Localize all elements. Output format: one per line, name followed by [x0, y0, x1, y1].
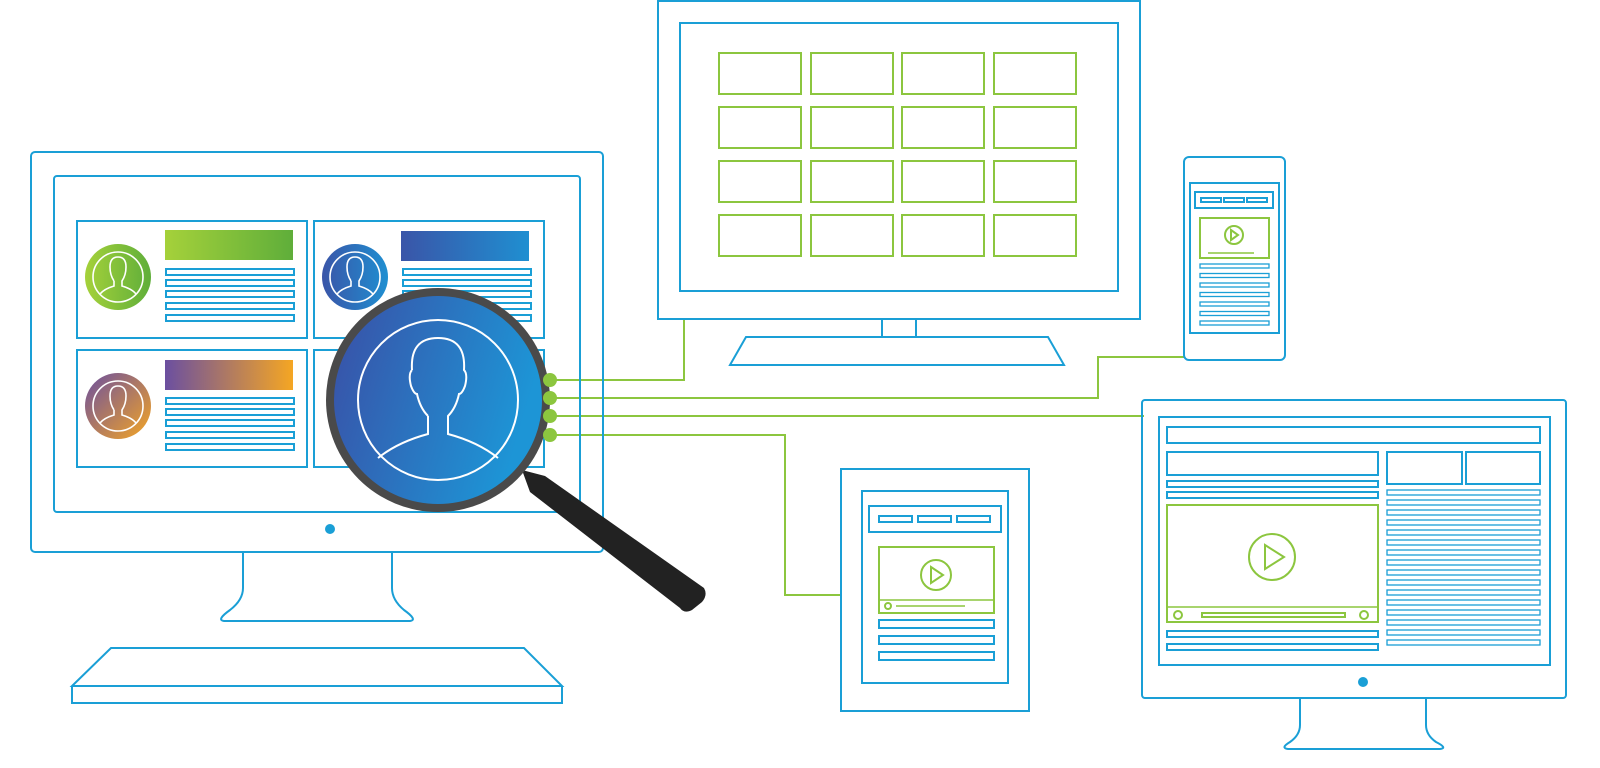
- play-icon: [920, 559, 952, 591]
- tv-grid-tile: [993, 106, 1077, 149]
- text-line: [1386, 609, 1541, 616]
- tv-base: [728, 336, 1066, 366]
- user-avatar-icon: [357, 319, 519, 481]
- text-line: [1386, 569, 1541, 576]
- tv-grid-tile: [901, 106, 985, 149]
- text-line: [1386, 529, 1541, 536]
- tv-grid-tile: [810, 106, 894, 149]
- magnifier-handle: [522, 470, 706, 612]
- connector-lines: [550, 320, 1184, 596]
- tv-stand: [881, 319, 917, 338]
- text-line: [1386, 629, 1541, 636]
- tv-grid-tile: [901, 160, 985, 203]
- text-line: [1386, 589, 1541, 596]
- text-line: [1386, 489, 1541, 496]
- video-player: [1199, 217, 1270, 259]
- tv-grid-tile: [810, 52, 894, 95]
- desktop-monitor-small: [1141, 399, 1567, 750]
- connector-dots: [543, 373, 557, 442]
- tv-grid-tile: [718, 214, 802, 257]
- text-line: [1386, 499, 1541, 506]
- tv-grid-tile: [993, 214, 1077, 257]
- text-line: [1199, 263, 1270, 269]
- play-icon: [1248, 533, 1296, 581]
- power-indicator: [1358, 677, 1368, 687]
- monitor-stand: [220, 553, 414, 622]
- text-line: [1199, 272, 1270, 279]
- text-line: [1386, 579, 1541, 586]
- play-icon: [1224, 225, 1244, 245]
- tv-monitor: [657, 0, 1141, 366]
- text-line: [1386, 619, 1541, 626]
- tv-grid-tile: [810, 160, 894, 203]
- tv-grid-tile: [993, 160, 1077, 203]
- user-avatar-icon: [85, 373, 151, 439]
- magnifying-glass-icon: [326, 288, 706, 612]
- monitor-stand: [1283, 699, 1445, 750]
- user-avatar-icon: [322, 244, 388, 310]
- tablet: [840, 468, 1030, 712]
- tv-grid-tile: [718, 160, 802, 203]
- text-line: [1386, 549, 1541, 556]
- text-line: [1386, 509, 1541, 516]
- tv-grid: [718, 52, 1077, 257]
- profile-card: [76, 220, 308, 339]
- text-line: [1199, 310, 1270, 317]
- tv-grid-tile: [993, 52, 1077, 95]
- text-line: [1386, 519, 1541, 526]
- profile-card: [76, 349, 308, 468]
- text-line: [1199, 282, 1270, 288]
- phone-text-lines: [1199, 263, 1270, 326]
- tv-grid-tile: [810, 214, 894, 257]
- text-line: [1199, 301, 1270, 307]
- text-line: [1199, 320, 1270, 326]
- video-player: [1166, 504, 1379, 623]
- magnifier-lens: [334, 296, 542, 504]
- tv-grid-tile: [901, 52, 985, 95]
- keyboard: [69, 647, 565, 704]
- smartphone: [1183, 156, 1286, 361]
- video-player: [878, 546, 995, 614]
- desktop-monitor-large: [30, 151, 604, 704]
- text-line: [1386, 559, 1541, 566]
- text-line: [1386, 639, 1541, 646]
- text-line: [1386, 599, 1541, 606]
- tv-grid-tile: [718, 52, 802, 95]
- user-avatar-icon: [85, 244, 151, 310]
- power-indicator: [325, 524, 335, 534]
- tv-grid-tile: [718, 106, 802, 149]
- sidebar-text-lines: [1386, 489, 1541, 646]
- text-line: [1386, 539, 1541, 546]
- text-line: [1199, 291, 1270, 298]
- tv-grid-tile: [901, 214, 985, 257]
